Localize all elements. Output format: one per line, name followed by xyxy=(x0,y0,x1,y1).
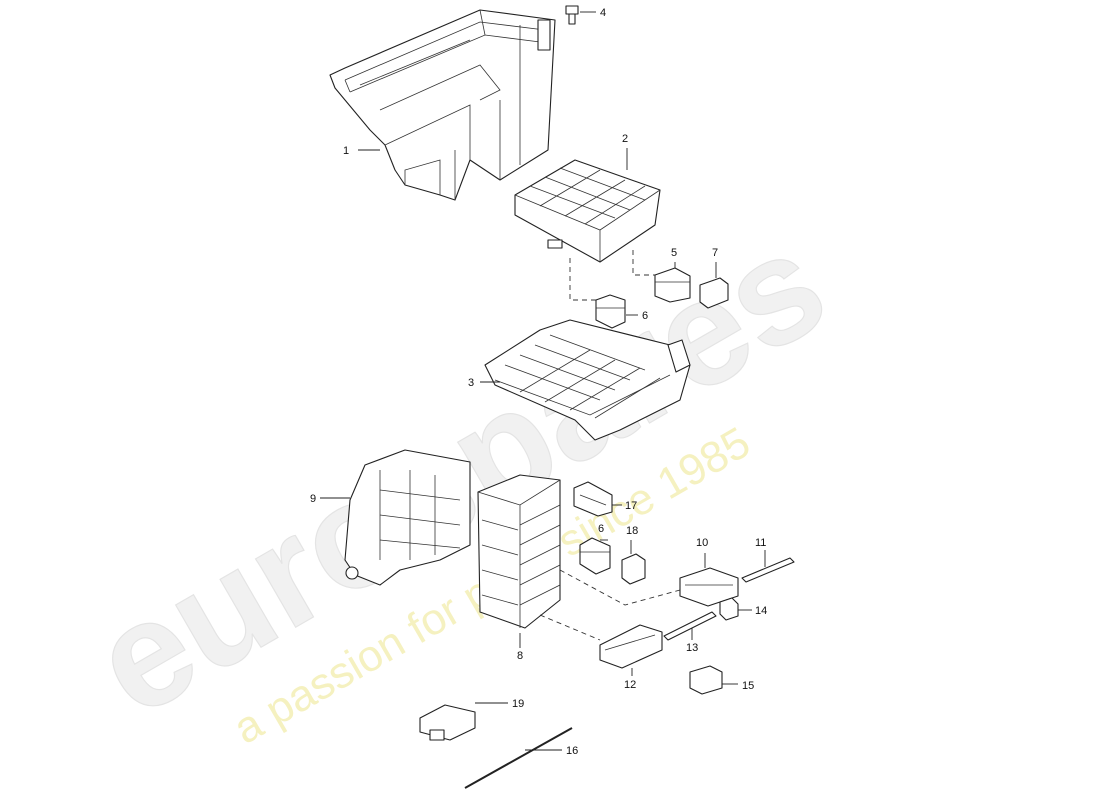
callout-7: 7 xyxy=(712,247,718,259)
callout-14: 14 xyxy=(755,605,767,617)
part-9-housing xyxy=(344,449,471,586)
callout-4: 4 xyxy=(600,7,606,19)
callout-2: 2 xyxy=(622,133,628,145)
part-5-relay xyxy=(654,262,691,303)
part-17-connector xyxy=(573,481,613,517)
part-12-connector xyxy=(599,624,663,676)
callout-6-lower: 6 xyxy=(598,523,604,535)
leader-2-5 xyxy=(632,250,655,276)
part-18-relay xyxy=(621,540,646,585)
part-7-relay xyxy=(699,262,729,309)
callout-1: 1 xyxy=(343,145,349,157)
callout-9: 9 xyxy=(310,493,316,505)
callout-16: 16 xyxy=(566,745,578,757)
callout-leaders xyxy=(320,148,628,648)
leader-2-6 xyxy=(569,258,596,301)
part-2-relay-carrier xyxy=(514,159,661,263)
part-16-rod xyxy=(464,727,573,789)
part-13-strip xyxy=(663,611,717,641)
callout-17: 17 xyxy=(625,500,637,512)
part-11-strip xyxy=(741,550,795,583)
part-1-bracket xyxy=(329,9,556,201)
callout-3: 3 xyxy=(468,377,474,389)
callout-15: 15 xyxy=(742,680,754,692)
callout-10: 10 xyxy=(696,537,708,549)
leader-8-12 xyxy=(539,614,601,641)
callout-6-upper: 6 xyxy=(642,310,648,322)
leader-8-10 xyxy=(559,569,681,606)
part-3-tray xyxy=(484,319,691,441)
part-19-switch xyxy=(419,702,508,741)
part-6-relay-lower xyxy=(579,537,611,575)
callout-19: 19 xyxy=(512,698,524,710)
callout-labels: 1 2 3 4 5 6 6 7 8 9 10 11 12 13 14 15 16… xyxy=(310,7,767,757)
callout-12: 12 xyxy=(624,679,636,691)
callout-8: 8 xyxy=(517,650,523,662)
callout-13: 13 xyxy=(686,642,698,654)
part-4-screw xyxy=(565,5,596,25)
part-15-plug xyxy=(689,665,738,695)
part-10-connector xyxy=(679,553,739,607)
callout-18: 18 xyxy=(626,525,638,537)
part-14-clip xyxy=(719,597,752,621)
part-8-fusebox xyxy=(477,474,561,629)
callout-11: 11 xyxy=(755,537,766,549)
callout-5: 5 xyxy=(671,247,677,259)
part-6-relay-upper xyxy=(595,294,638,329)
